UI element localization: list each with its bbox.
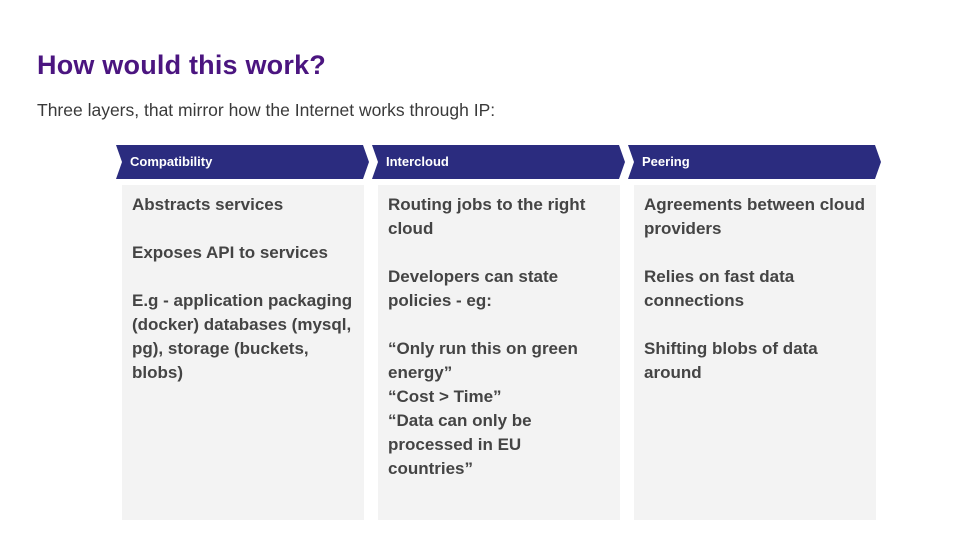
layer-header-peering: Peering bbox=[628, 145, 881, 179]
layer-point: Developers can state policies - eg: bbox=[388, 267, 559, 310]
layer-header-compatibility: Compatibility bbox=[116, 145, 369, 179]
layer-point: Shifting blobs of data around bbox=[644, 339, 818, 382]
layer-point: “Only run this on green energy” “Cost > … bbox=[388, 339, 578, 478]
layer-panel-intercloud: Routing jobs to the right cloud Develope… bbox=[378, 185, 620, 520]
layer-label: Peering bbox=[642, 154, 690, 169]
chevron-shape bbox=[628, 145, 881, 179]
chevron-shape bbox=[116, 145, 369, 179]
layer-point: Relies on fast data connections bbox=[644, 267, 795, 310]
chevron-shape bbox=[372, 145, 625, 179]
slide-title: How would this work? bbox=[37, 50, 326, 80]
layer-point: Abstracts services bbox=[132, 195, 284, 214]
layer-point: Routing jobs to the right cloud bbox=[388, 195, 586, 238]
layer-label: Intercloud bbox=[386, 154, 449, 169]
layer-point: E.g - application packaging (docker) dat… bbox=[132, 291, 353, 382]
layer-point: Exposes API to services bbox=[132, 243, 328, 262]
slide-subtitle: Three layers, that mirror how the Intern… bbox=[37, 100, 496, 120]
layer-panel-peering: Agreements between cloud providers Relie… bbox=[634, 185, 876, 520]
layer-header-intercloud: Intercloud bbox=[372, 145, 625, 179]
layer-panel-compatibility: Abstracts services Exposes API to servic… bbox=[122, 185, 364, 520]
layer-label: Compatibility bbox=[130, 154, 213, 169]
layer-point: Agreements between cloud providers bbox=[644, 195, 866, 238]
